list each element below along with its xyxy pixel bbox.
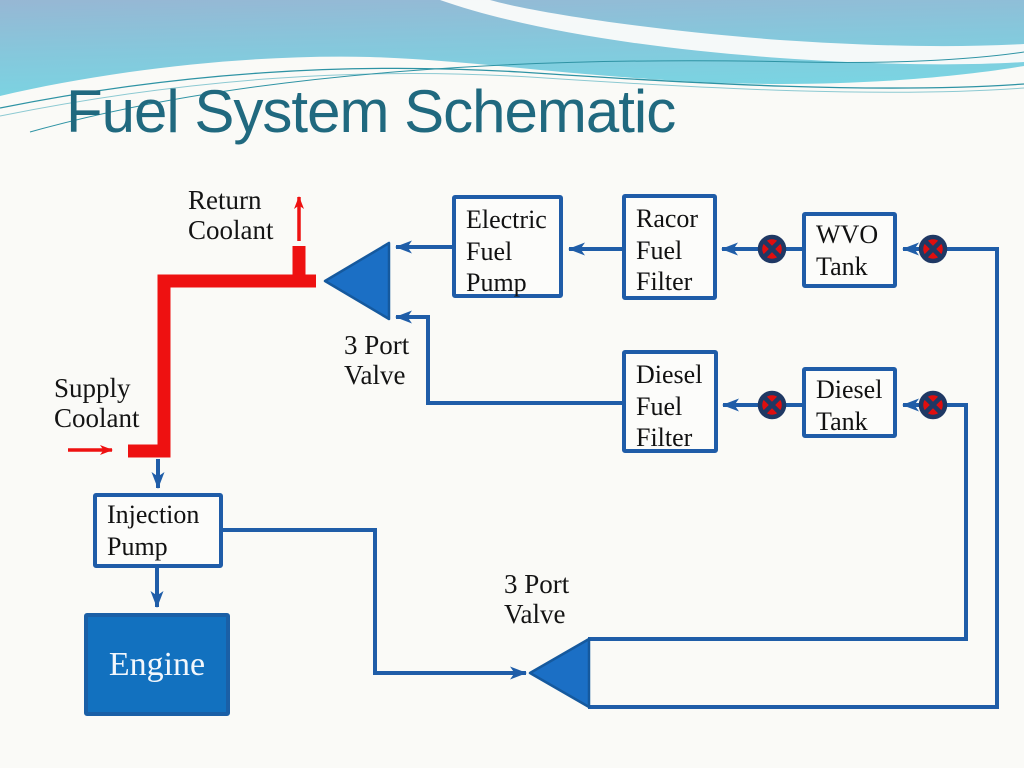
three-port-valve-bottom-label: 3 Port Valve: [504, 569, 570, 629]
supply-coolant-label: Supply Coolant: [54, 373, 140, 433]
filter-to-valve-line: [395, 310, 622, 405]
injection-return-line: [223, 528, 527, 680]
shutoff-valve-icon-diesel-return: [918, 390, 948, 420]
three-port-valve-top-icon: [323, 241, 391, 321]
return-coolant-label: Return Coolant: [188, 185, 274, 245]
diesel-fuel-filter-box: Diesel Fuel Filter: [622, 350, 718, 453]
shutoff-valve-icon-wvo-return: [918, 234, 948, 264]
injection-pump-box: Injection Pump: [93, 493, 223, 568]
wvo-tank-box: WVO Tank: [802, 212, 897, 288]
header-wave-graphic: [0, 0, 1024, 133]
diesel-tank-box: Diesel Tank: [802, 367, 897, 438]
white-band-shape: [440, 0, 1024, 65]
wvo-return-line: [588, 242, 999, 709]
page-title: Fuel System Schematic: [66, 78, 676, 145]
electric-fuel-pump-box: Electric Fuel Pump: [452, 195, 563, 298]
three-port-valve-top-label: 3 Port Valve: [344, 330, 410, 390]
teal-curve-line-1: [0, 67, 1024, 109]
coolant-pipe: [128, 274, 316, 458]
three-port-valve-bottom-icon: [528, 637, 591, 709]
engine-box: Engine: [84, 613, 230, 716]
shutoff-valve-icon-diesel-supply: [757, 390, 787, 420]
teal-curve-line-2: [0, 73, 1024, 117]
sky-wave-shape: [0, 0, 1024, 96]
racor-fuel-filter-box: Racor Fuel Filter: [622, 194, 717, 300]
shutoff-valve-icon-wvo-supply: [757, 234, 787, 264]
teal-curve-line-3: [29, 51, 1024, 133]
